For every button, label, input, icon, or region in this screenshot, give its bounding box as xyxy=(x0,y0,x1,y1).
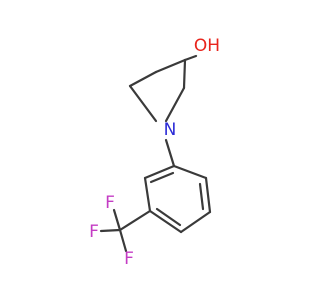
bond-ar2-ar3-inner xyxy=(198,182,205,211)
bond-c3-oh xyxy=(183,54,198,62)
bond-c5-n xyxy=(128,84,158,123)
bond-ar2-ar3 xyxy=(204,176,212,214)
bond-ar6-ar1-inner xyxy=(149,171,175,184)
bond-c-f-bottom xyxy=(118,228,128,253)
bond-ar3-ar4 xyxy=(179,210,212,234)
bond-c3-c4 xyxy=(154,58,187,74)
bond-ar4-ar5 xyxy=(148,209,183,234)
bond-n-c2 xyxy=(164,86,186,123)
bond-c-f-left xyxy=(99,228,122,233)
bond-ar6-ar1 xyxy=(143,164,176,180)
bond-c-f-top xyxy=(112,208,122,232)
fluorine-bottom-label: F xyxy=(124,249,134,269)
bond-ar1-ar2 xyxy=(172,164,208,180)
bond-ar4-ar5-inner xyxy=(155,207,182,227)
hydroxyl-label: OH xyxy=(194,36,220,56)
molecule-drawing: OH N F F F xyxy=(89,36,220,269)
bond-n-aryl xyxy=(164,138,176,168)
fluorine-left-label: F xyxy=(89,222,99,242)
nitrogen-label: N xyxy=(164,120,177,140)
bond-c4-c5 xyxy=(128,70,158,88)
structure-canvas: OH N F F F xyxy=(89,36,220,269)
bond-c2-c3 xyxy=(182,58,187,90)
bond-ar5-ar6 xyxy=(143,176,152,213)
fluorine-top-label: F xyxy=(105,193,115,213)
bond-ar5-cf3 xyxy=(118,209,152,232)
